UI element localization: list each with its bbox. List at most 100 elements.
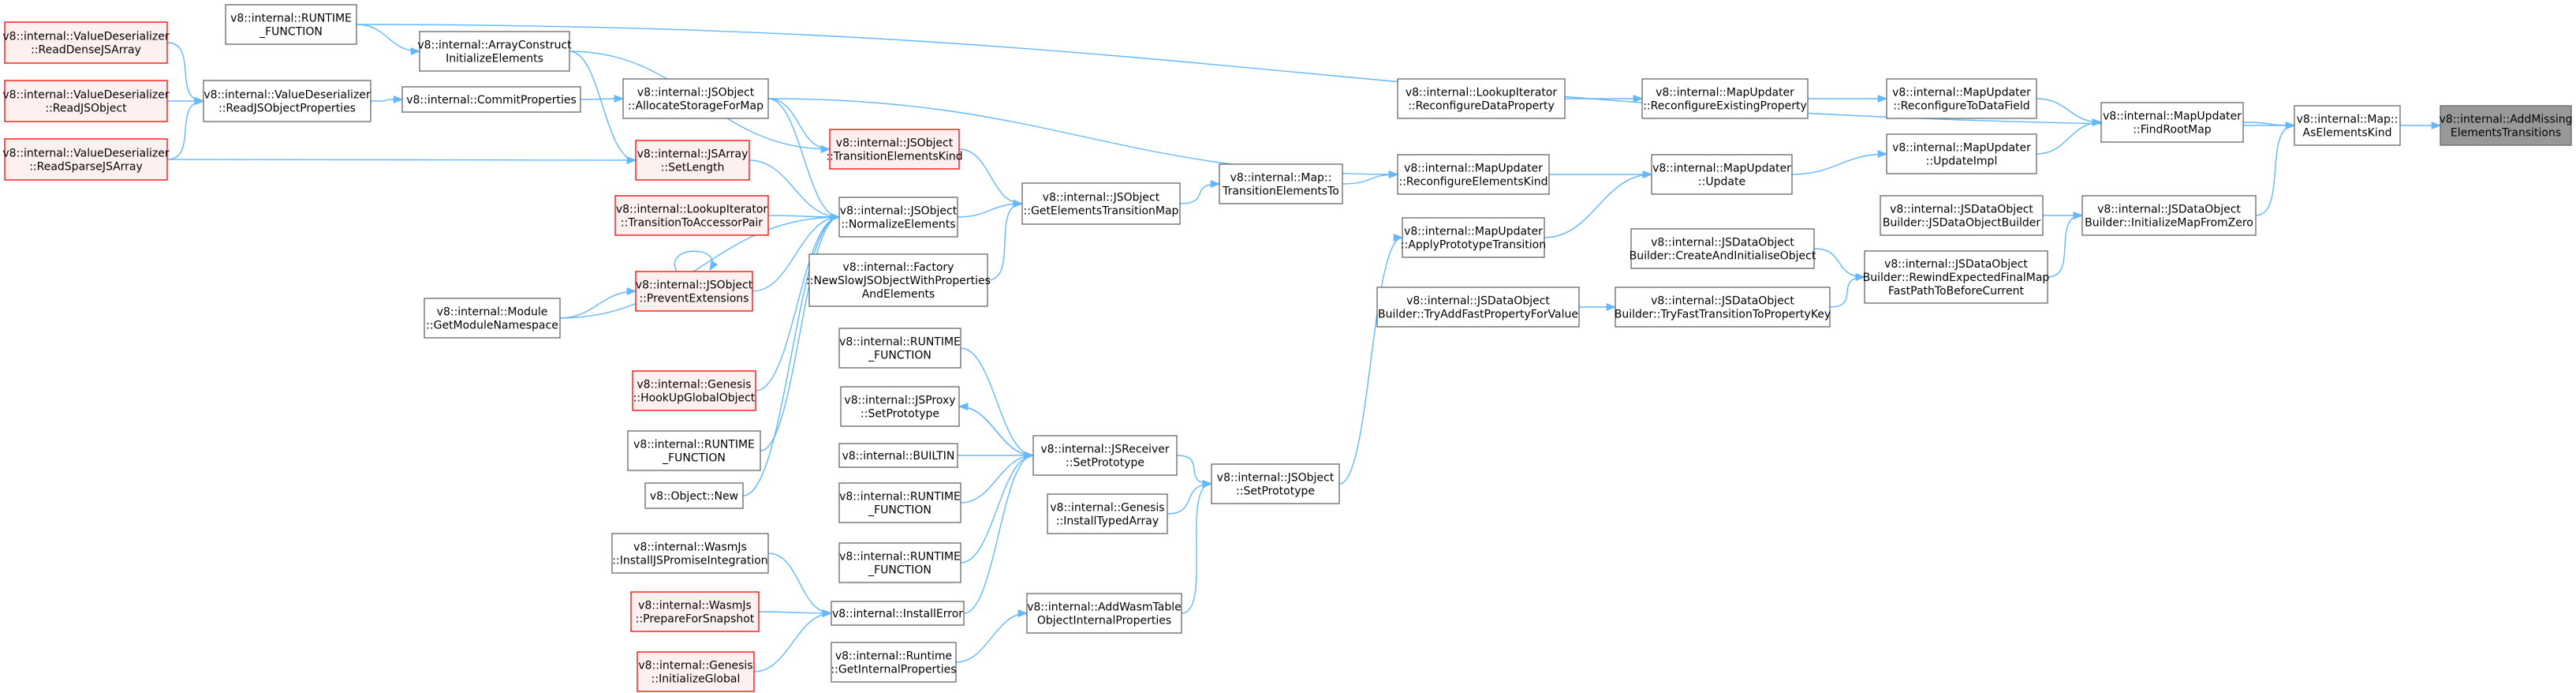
graph-node-rewind[interactable]: v8::internal::JSDataObjectBuilder::Rewin…	[1863, 250, 2050, 304]
node-box	[2100, 102, 2244, 143]
edges-layer	[166, 24, 2442, 672]
graph-node-findroot[interactable]: v8::internal::MapUpdater::FindRootMap	[2100, 102, 2244, 143]
graph-node-reconfelemkind[interactable]: v8::internal::MapUpdater::ReconfigureEle…	[1397, 154, 1550, 195]
edge-runtimefn2-to-jsrecvsetproto	[960, 347, 1035, 460]
node-box	[2440, 105, 2572, 146]
node-box	[635, 271, 753, 312]
graph-node-allocstorage[interactable]: v8::internal::JSObject::AllocateStorageF…	[622, 78, 769, 119]
graph-node-readsparse[interactable]: v8::internal::ValueDeserializer::ReadSpa…	[2, 138, 170, 181]
node-label: v8::internal::RUNTIME	[839, 550, 961, 563]
edge-hookup-to-normalize	[755, 213, 841, 391]
node-box	[2294, 105, 2401, 146]
node-box	[1021, 182, 1181, 225]
node-label: v8::internal::JSDataObject	[1406, 294, 1550, 307]
node-label: ::SetPrototype	[1066, 456, 1144, 469]
edge-modulens-to-normalize	[559, 212, 841, 319]
graph-node-readdense[interactable]: v8::internal::ValueDeserializer::ReadDen…	[2, 21, 170, 64]
graph-node-jsrecvsetproto[interactable]: v8::internal::JSReceiver::SetPrototype	[1032, 435, 1178, 476]
node-box	[1864, 250, 2048, 304]
graph-node-builtin[interactable]: v8::internal::BUILTIN	[838, 443, 958, 468]
graph-node-wasmpromise[interactable]: v8::internal::WasmJs::InstallJSPromiseIn…	[611, 533, 769, 574]
graph-node-aselemkind[interactable]: v8::internal::Map::AsElementsKind	[2294, 105, 2401, 146]
node-box	[630, 591, 760, 632]
graph-node-runtimefn1[interactable]: v8::internal::RUNTIME_FUNCTION	[225, 4, 357, 45]
graph-node-mapupdate[interactable]: v8::internal::MapUpdater::Update	[1651, 154, 1793, 195]
graph-node-jsobjsetproto[interactable]: v8::internal::JSObject::SetPrototype	[1211, 463, 1340, 504]
node-label: ::PreventExtensions	[640, 292, 749, 305]
graph-node-transelemkind[interactable]: v8::internal::JSObject::TransitionElemen…	[826, 129, 963, 170]
graph-node-getelemtransmap[interactable]: v8::internal::JSObject::GetElementsTrans…	[1021, 182, 1181, 225]
graph-node-lookuptrans[interactable]: v8::internal::LookupIterator::Transition…	[614, 195, 769, 236]
node-box	[1651, 154, 1793, 195]
node-label: Builder::InitializeMapFromZero	[2085, 216, 2253, 229]
edge-createinit-to-rewind	[1813, 248, 1866, 282]
node-label: _FUNCTION	[868, 349, 931, 361]
graph-node-arrayconstruct[interactable]: v8::internal::ArrayConstructInitializeEl…	[417, 31, 572, 72]
graph-node-installtyped[interactable]: v8::internal::Genesis::InstallTypedArray	[1047, 493, 1168, 534]
graph-node-readjsobjprops[interactable]: v8::internal::ValueDeserializer::ReadJSO…	[203, 80, 371, 122]
node-label: v8::internal::Map::	[2297, 113, 2399, 125]
graph-node-tryfasttrans[interactable]: v8::internal::JSDataObjectBuilder::TryFa…	[1615, 287, 1831, 328]
graph-node-addwasm[interactable]: v8::internal::AddWasmTableObjectInternal…	[1026, 593, 1182, 634]
graph-node-objnew[interactable]: v8::Object::New	[644, 482, 744, 509]
edge-reconfdatafield-to-findroot	[2036, 98, 2103, 127]
graph-node-genesisinit[interactable]: v8::internal::Genesis::InitializeGlobal	[637, 651, 755, 692]
edge-arrayconstruct-to-jsarraysetlen	[569, 51, 637, 165]
node-label: _FUNCTION	[662, 451, 726, 464]
edge-addwasm-to-jsobjsetproto	[1181, 480, 1213, 614]
node-label: Builder::TryFastTransitionToPropertyKey	[1615, 308, 1831, 320]
graph-node-lookupreconf[interactable]: v8::internal::LookupIterator::Reconfigur…	[1397, 78, 1566, 119]
edge-runtimefn5-to-jsrecvsetproto	[960, 451, 1035, 564]
graph-node-installerror[interactable]: v8::internal::InstallError	[831, 601, 965, 626]
node-box	[1402, 217, 1545, 258]
node-label: ::GetInternalProperties	[831, 663, 956, 676]
graph-node-runtimefn4[interactable]: v8::internal::RUNTIME_FUNCTION	[838, 482, 961, 523]
graph-node-runtimefn5[interactable]: v8::internal::RUNTIME_FUNCTION	[838, 542, 961, 583]
node-label: FastPathToBeforeCurrent	[1888, 285, 2024, 298]
graph-node-root[interactable]: v8::internal::AddMissingElementsTransiti…	[2439, 105, 2573, 146]
node-label: Builder::CreateAndInitialiseObject	[1630, 249, 1816, 262]
graph-node-runtimefn3[interactable]: v8::internal::RUNTIME_FUNCTION	[627, 430, 761, 471]
graph-node-runtimegetint[interactable]: v8::internal::Runtime::GetInternalProper…	[831, 642, 957, 683]
edge-prevent-to-normalize	[752, 212, 841, 292]
node-box	[419, 31, 570, 72]
node-label: v8::internal::JSDataObject	[1890, 203, 2033, 215]
graph-node-reconfdatafield[interactable]: v8::internal::MapUpdater::ReconfigureToD…	[1886, 78, 2037, 119]
graph-node-updateimpl[interactable]: v8::internal::MapUpdater::UpdateImpl	[1886, 133, 2037, 174]
graph-node-createinit[interactable]: v8::internal::JSDataObjectBuilder::Creat…	[1630, 228, 1816, 269]
node-label: ::InitializeGlobal	[651, 672, 741, 685]
graph-node-transelemto[interactable]: v8::internal::Map::TransitionElementsTo	[1219, 163, 1343, 204]
graph-node-applyproto[interactable]: v8::internal::MapUpdater::ApplyPrototype…	[1401, 217, 1546, 258]
node-label: Builder::JSDataObjectBuilder	[1883, 216, 2040, 229]
graph-node-newslow[interactable]: v8::internal::Factory::NewSlowJSObjectWi…	[806, 253, 991, 307]
graph-node-hookup[interactable]: v8::internal::Genesis::HookUpGlobalObjec…	[632, 370, 756, 411]
graph-node-normalize[interactable]: v8::internal::JSObject::NormalizeElement…	[838, 197, 958, 238]
node-box	[1219, 163, 1343, 204]
node-box	[1397, 154, 1550, 195]
graph-node-commit[interactable]: v8::internal::CommitProperties	[401, 86, 581, 113]
node-label: v8::internal::Module	[437, 305, 548, 318]
graph-node-tryaddfast[interactable]: v8::internal::JSDataObjectBuilder::TryAd…	[1376, 287, 1580, 328]
node-label: v8::internal::LookupIterator	[1406, 86, 1558, 99]
edge-genesisinit-to-installerror	[753, 609, 833, 672]
graph-node-modulens[interactable]: v8::internal::Module::GetModuleNamespace	[424, 298, 561, 339]
node-label: v8::internal::ValueDeserializer	[2, 147, 169, 159]
node-label: v8::internal::Genesis	[637, 378, 751, 391]
node-box	[611, 533, 769, 574]
edge-runtimefn3-to-normalize	[760, 213, 841, 451]
node-label: ::ReadJSObject	[45, 102, 127, 114]
node-label: AsElementsKind	[2303, 126, 2392, 139]
node-label: v8::internal::Map::	[1230, 171, 1332, 184]
graph-node-jsdobuilder[interactable]: v8::internal::JSDataObjectBuilder::JSDat…	[1880, 195, 2044, 236]
graph-node-reconfexisting[interactable]: v8::internal::MapUpdater::ReconfigureExi…	[1641, 78, 1809, 119]
edge-tryfasttrans-to-rewind	[1829, 272, 1866, 308]
graph-node-initmapzero[interactable]: v8::internal::JSDataObjectBuilder::Initi…	[2081, 195, 2257, 236]
graph-node-wasmprepare[interactable]: v8::internal::WasmJs::PrepareForSnapshot	[630, 591, 760, 632]
node-label: v8::internal::CommitProperties	[406, 94, 577, 107]
graph-node-jsarraysetlen[interactable]: v8::internal::JSArray::SetLength	[635, 140, 750, 181]
graph-node-readjsobj[interactable]: v8::internal::ValueDeserializer::ReadJSO…	[2, 80, 170, 122]
graph-node-jsproxysetproto[interactable]: v8::internal::JSProxy::SetPrototype	[840, 386, 960, 427]
graph-node-prevent[interactable]: v8::internal::JSObject::PreventExtension…	[635, 271, 753, 312]
graph-node-runtimefn2[interactable]: v8::internal::RUNTIME_FUNCTION	[838, 328, 961, 369]
node-label: v8::internal::Genesis	[638, 659, 752, 672]
